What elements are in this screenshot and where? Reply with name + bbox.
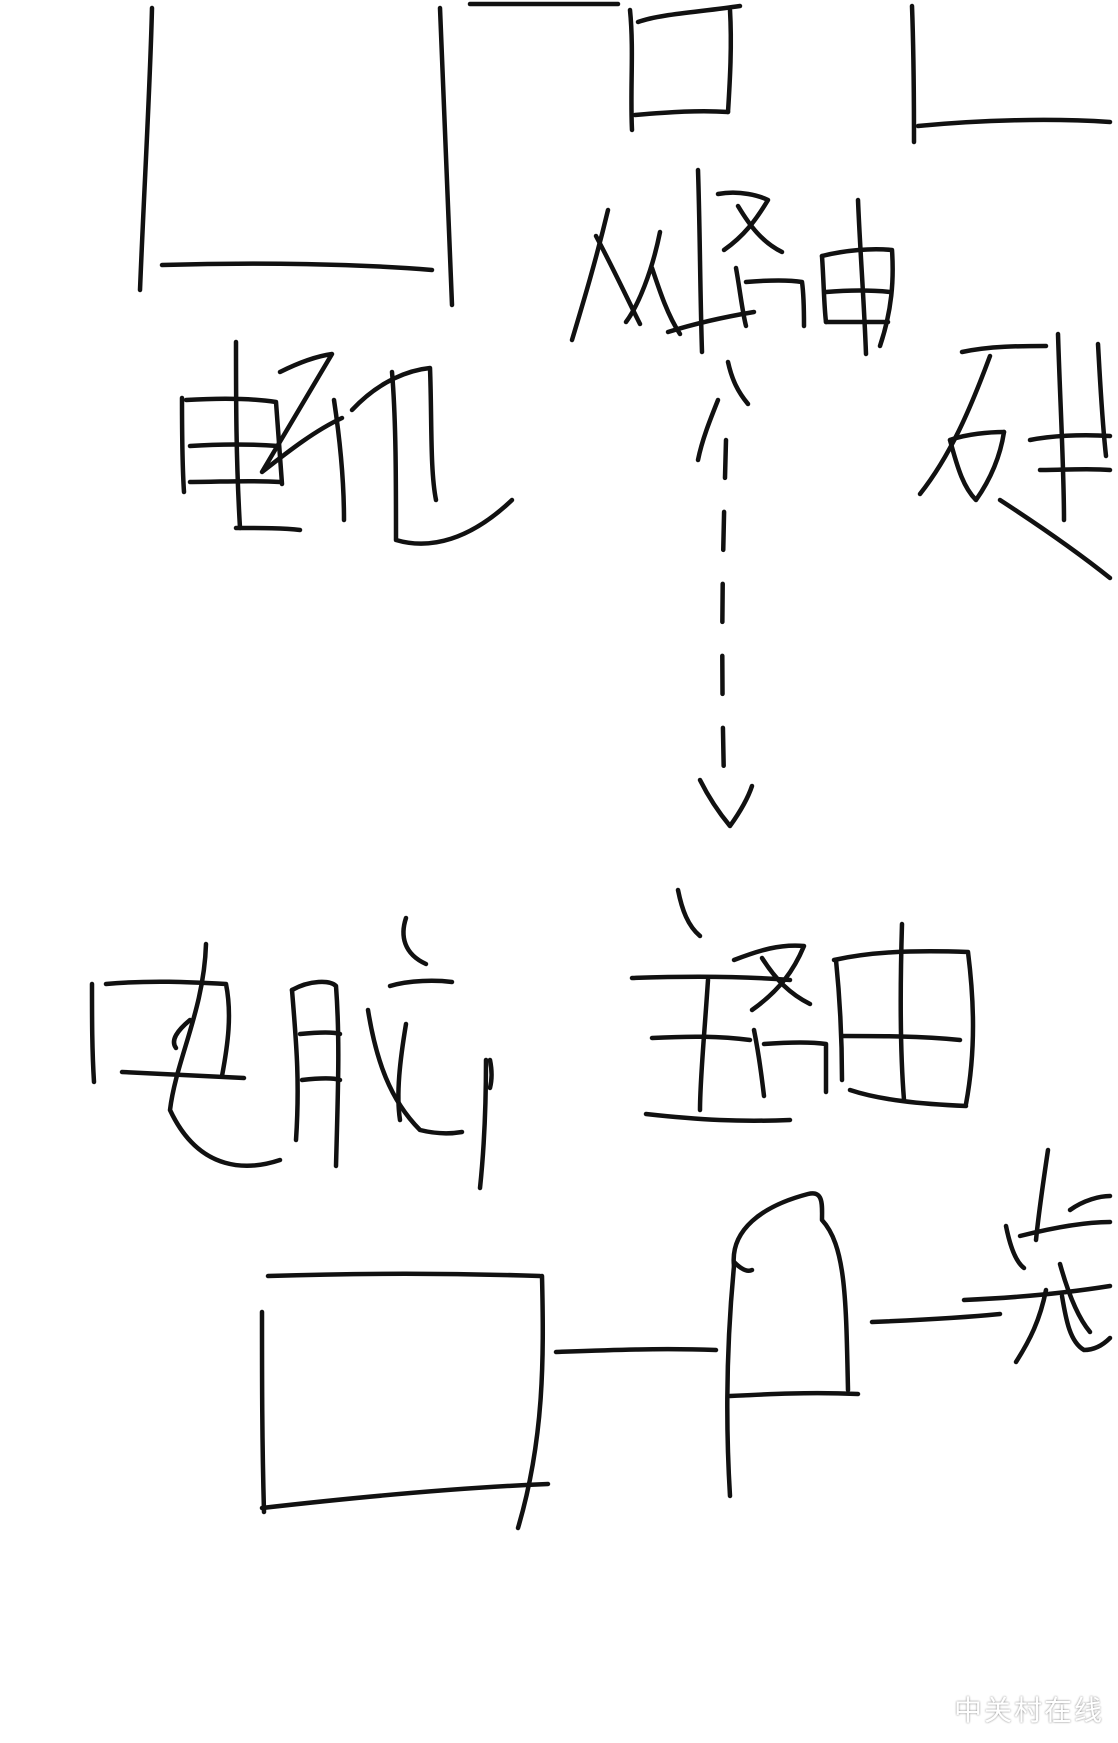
tv-label-strokes: 电视 — [179, 339, 515, 546]
router-box — [467, 1, 743, 133]
watermark-text: 中关村在线 — [953, 1694, 1104, 1727]
hard-drive-box — [909, 3, 1113, 145]
wired-link-router-modem — [869, 1311, 1003, 1325]
tv-box — [137, 5, 455, 308]
main-router-label-strokes: 主路由 — [629, 887, 976, 1123]
zol-logo-icon — [921, 1698, 944, 1722]
computer-box — [259, 1271, 551, 1531]
computer-label-strokes: 电脑 — [89, 915, 494, 1191]
wireless-link-arrow — [695, 359, 755, 829]
router-label-strokes: 从路由 — [569, 167, 895, 357]
modem-label-strokes: 光猫 — [961, 1147, 1113, 1365]
hard-drive-label-strokes: 硬盘 — [917, 331, 1113, 581]
wired-link-computer-router — [553, 1346, 719, 1355]
watermark: 中关村在线 — [918, 1689, 1104, 1729]
main-router-box — [725, 1191, 861, 1499]
